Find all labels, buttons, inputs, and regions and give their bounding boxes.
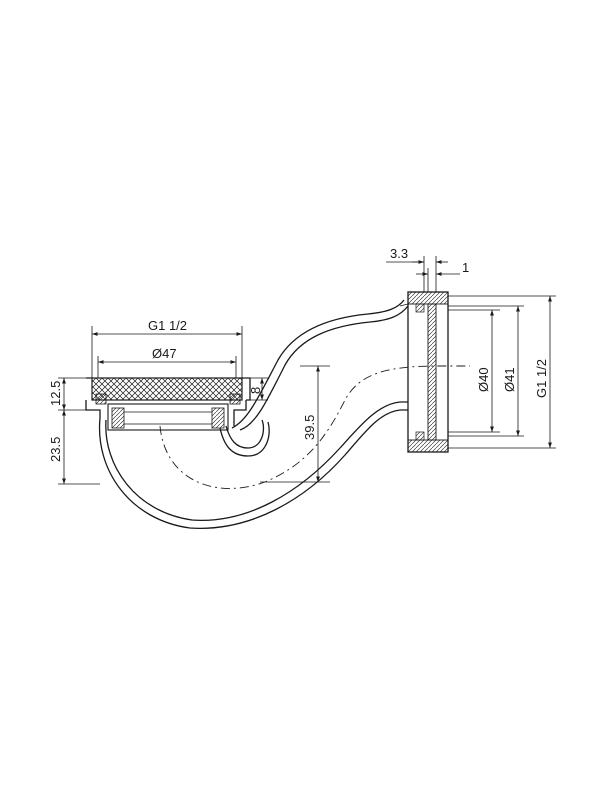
dimension-g-thread-outlet: G1 1/2: [534, 359, 549, 398]
dimension-diameter-47: Ø47: [152, 346, 177, 361]
dimension-3-3: 3.3: [390, 246, 408, 261]
outlet-nut: [399, 291, 449, 453]
dimension-diameter-40: Ø40: [476, 367, 491, 392]
dimension-12-5: 12.5: [48, 381, 63, 406]
dimension-g-thread-cup: G1 1/2: [148, 318, 187, 333]
dimension-8: 8: [248, 387, 263, 394]
dimension-23-5: 23.5: [48, 437, 63, 462]
dimension-1: 1: [462, 260, 469, 275]
dimension-diameter-41: Ø41: [502, 367, 517, 392]
dimension-lines: [58, 256, 556, 485]
strainer-cup: [85, 377, 251, 431]
dimension-39-5: 39.5: [302, 415, 317, 440]
siphon-body: [98, 299, 470, 529]
